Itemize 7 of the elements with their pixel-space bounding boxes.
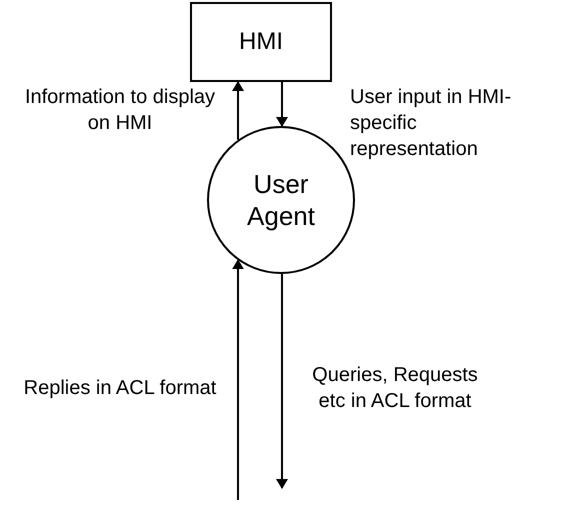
- edge-label: Replies in ACL format: [22, 376, 218, 401]
- arrow: [232, 81, 244, 140]
- arrow: [276, 274, 288, 489]
- arrow: [276, 82, 288, 127]
- edge-label: Queries, Requests etc in ACL format: [311, 363, 479, 414]
- arrow: [232, 259, 244, 500]
- process-box: HMI: [190, 2, 332, 82]
